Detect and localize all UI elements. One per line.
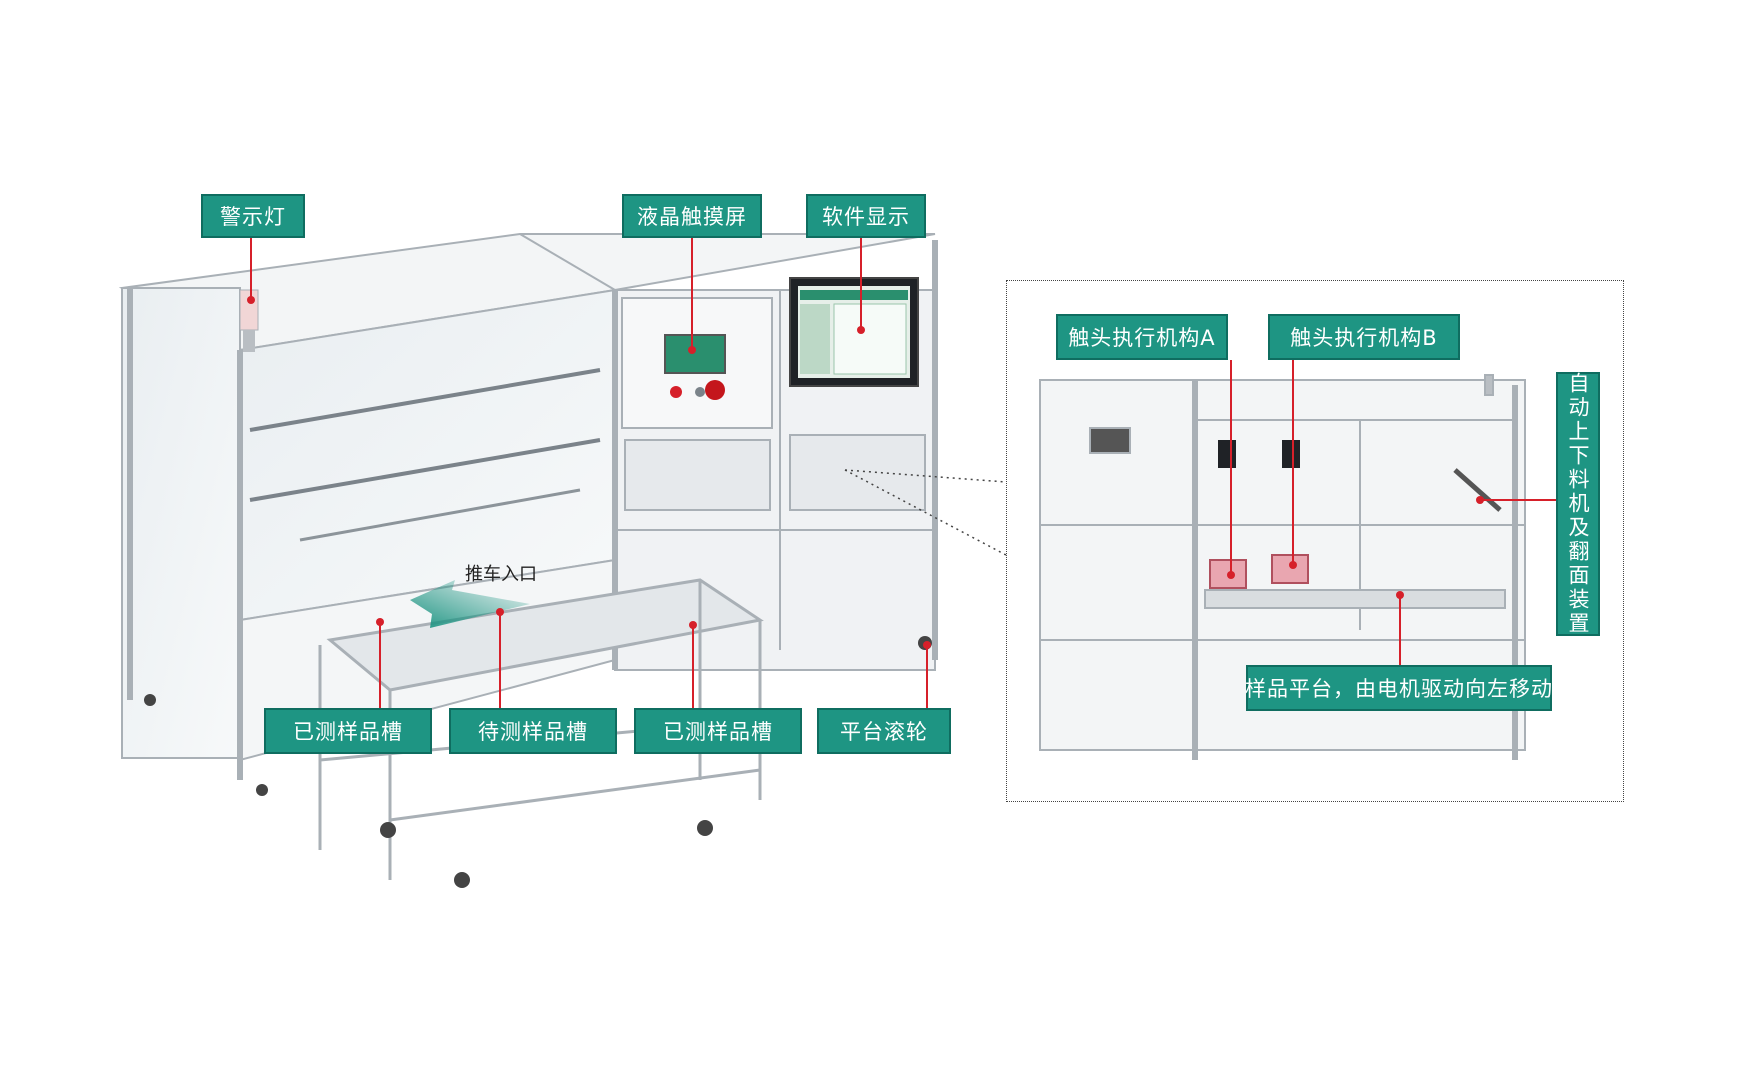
callout-tested-slot-right: 已测样品槽: [634, 708, 802, 754]
callout-platform-casters: 平台滚轮: [817, 708, 951, 754]
callout-warning-light: 警示灯: [201, 194, 305, 238]
leader-lines: [250, 238, 1556, 708]
callout-tested-slot-left: 已测样品槽: [264, 708, 432, 754]
detail-connectors: [844, 469, 1007, 556]
detail-frame: [1006, 280, 1624, 802]
emergency-stop: [705, 380, 725, 400]
left-frame: [121, 287, 241, 759]
callout-software-display: 软件显示: [806, 194, 926, 238]
callout-contact-actuator-a: 触头执行机构A: [1056, 314, 1228, 360]
control-panel: [621, 297, 773, 429]
software-monitor: [789, 277, 919, 387]
callout-pending-slot: 待测样品槽: [449, 708, 617, 754]
lcd-touchscreen-panel: [664, 334, 726, 374]
red-button: [670, 386, 682, 398]
callout-sample-platform: 样品平台，由电机驱动向左移动: [1245, 665, 1552, 711]
cart-entry-label: 推车入口: [465, 564, 537, 585]
cart-entry-arrow: [410, 580, 530, 628]
callout-lcd-touchscreen: 液晶触摸屏: [622, 194, 762, 238]
callout-contact-actuator-b: 触头执行机构B: [1268, 314, 1460, 360]
callout-auto-loader-flipper: 自动上下料机及翻面装置: [1556, 372, 1600, 636]
leader-dots: [247, 296, 1484, 649]
